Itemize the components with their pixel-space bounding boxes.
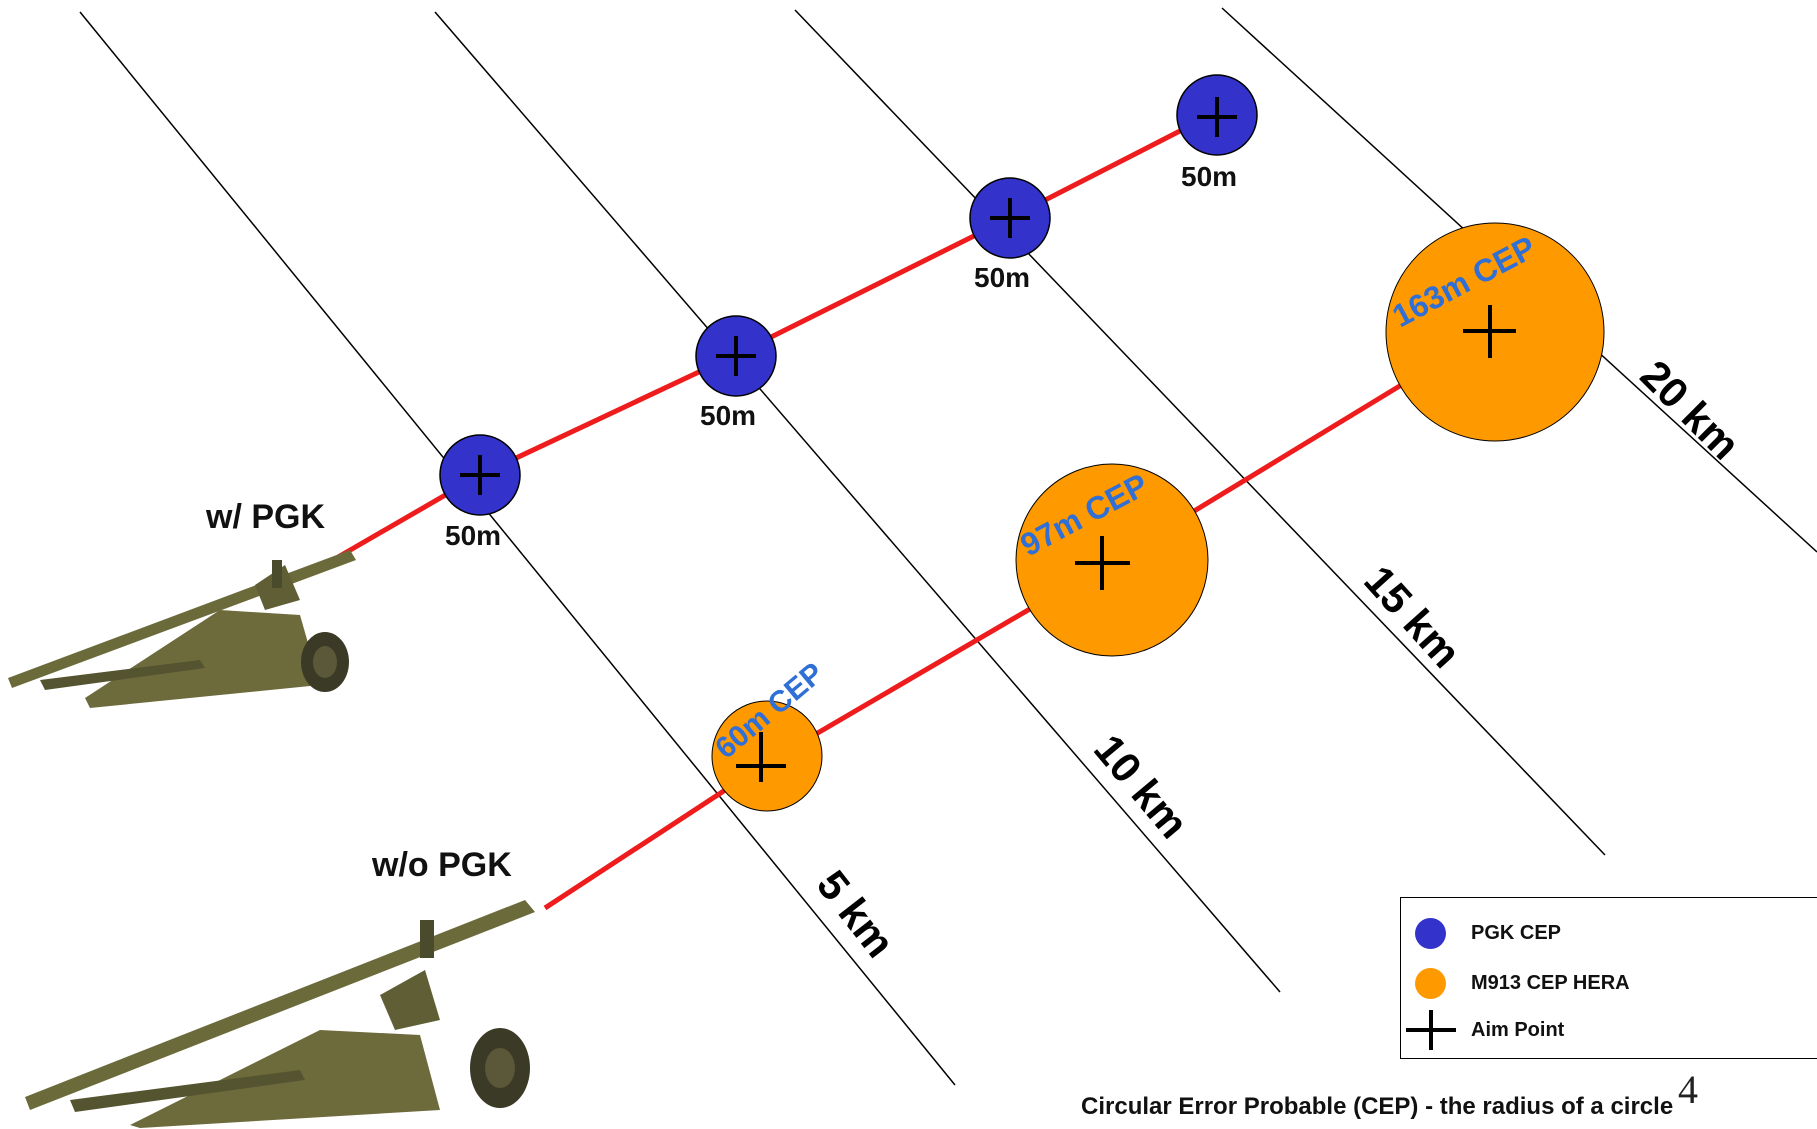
legend-item-pgk-cep: PGK CEP: [1401, 913, 1561, 953]
legend: PGK CEP M913 CEP HERA Aim Point: [1400, 897, 1817, 1060]
caption: Circular Error Probable (CEP) - the radi…: [1081, 1093, 1674, 1120]
hera-cep-circle-5km: [711, 700, 823, 812]
legend-label-pgk-cep: PGK CEP: [1471, 921, 1562, 944]
legend-label-hera-cep: M913 CEP HERA: [1471, 971, 1630, 994]
howitzer-with-pgk: [8, 550, 356, 708]
pgk-cep-label-5km: 50m: [445, 520, 501, 551]
range-line-15km: [794, 9, 1606, 856]
hera-cep-circle-20km: [1385, 222, 1605, 442]
range-label-15km: 15 km: [1355, 557, 1470, 677]
legend-label-aim-point: Aim Point: [1471, 1018, 1565, 1041]
cross-icon: [1406, 1010, 1456, 1060]
range-line-5km: [79, 11, 956, 1086]
range-label-5km: 5 km: [808, 862, 904, 966]
without-pgk-label: w/o PGK: [371, 846, 512, 884]
legend-item-aim-point: Aim Point: [1401, 1010, 1565, 1060]
pgk-cep-circle-15km: [969, 177, 1051, 259]
trajectory-without-pgk: [543, 325, 1497, 911]
pgk-cep-circle-10km: [695, 315, 777, 397]
pgk-cep-circle-20km: [1176, 74, 1258, 156]
pgk-cep-label-15km: 50m: [974, 262, 1030, 293]
hera-cep-circle-10km: [1015, 463, 1209, 657]
pgk-cep-circle-5km: [439, 434, 521, 516]
legend-item-hera-cep: M913 CEP HERA: [1401, 963, 1630, 1003]
range-label-20km: 20 km: [1632, 351, 1749, 468]
range-line-10km: [434, 11, 1281, 993]
orange-circle-icon: [1415, 968, 1446, 999]
blue-circle-icon: [1415, 918, 1446, 949]
with-pgk-label: w/ PGK: [205, 498, 325, 536]
page-number: 4: [1678, 1067, 1698, 1112]
pgk-cep-label-10km: 50m: [700, 400, 756, 431]
pgk-cep-label-20km: 50m: [1181, 161, 1237, 192]
howitzer-without-pgk: [25, 900, 535, 1128]
